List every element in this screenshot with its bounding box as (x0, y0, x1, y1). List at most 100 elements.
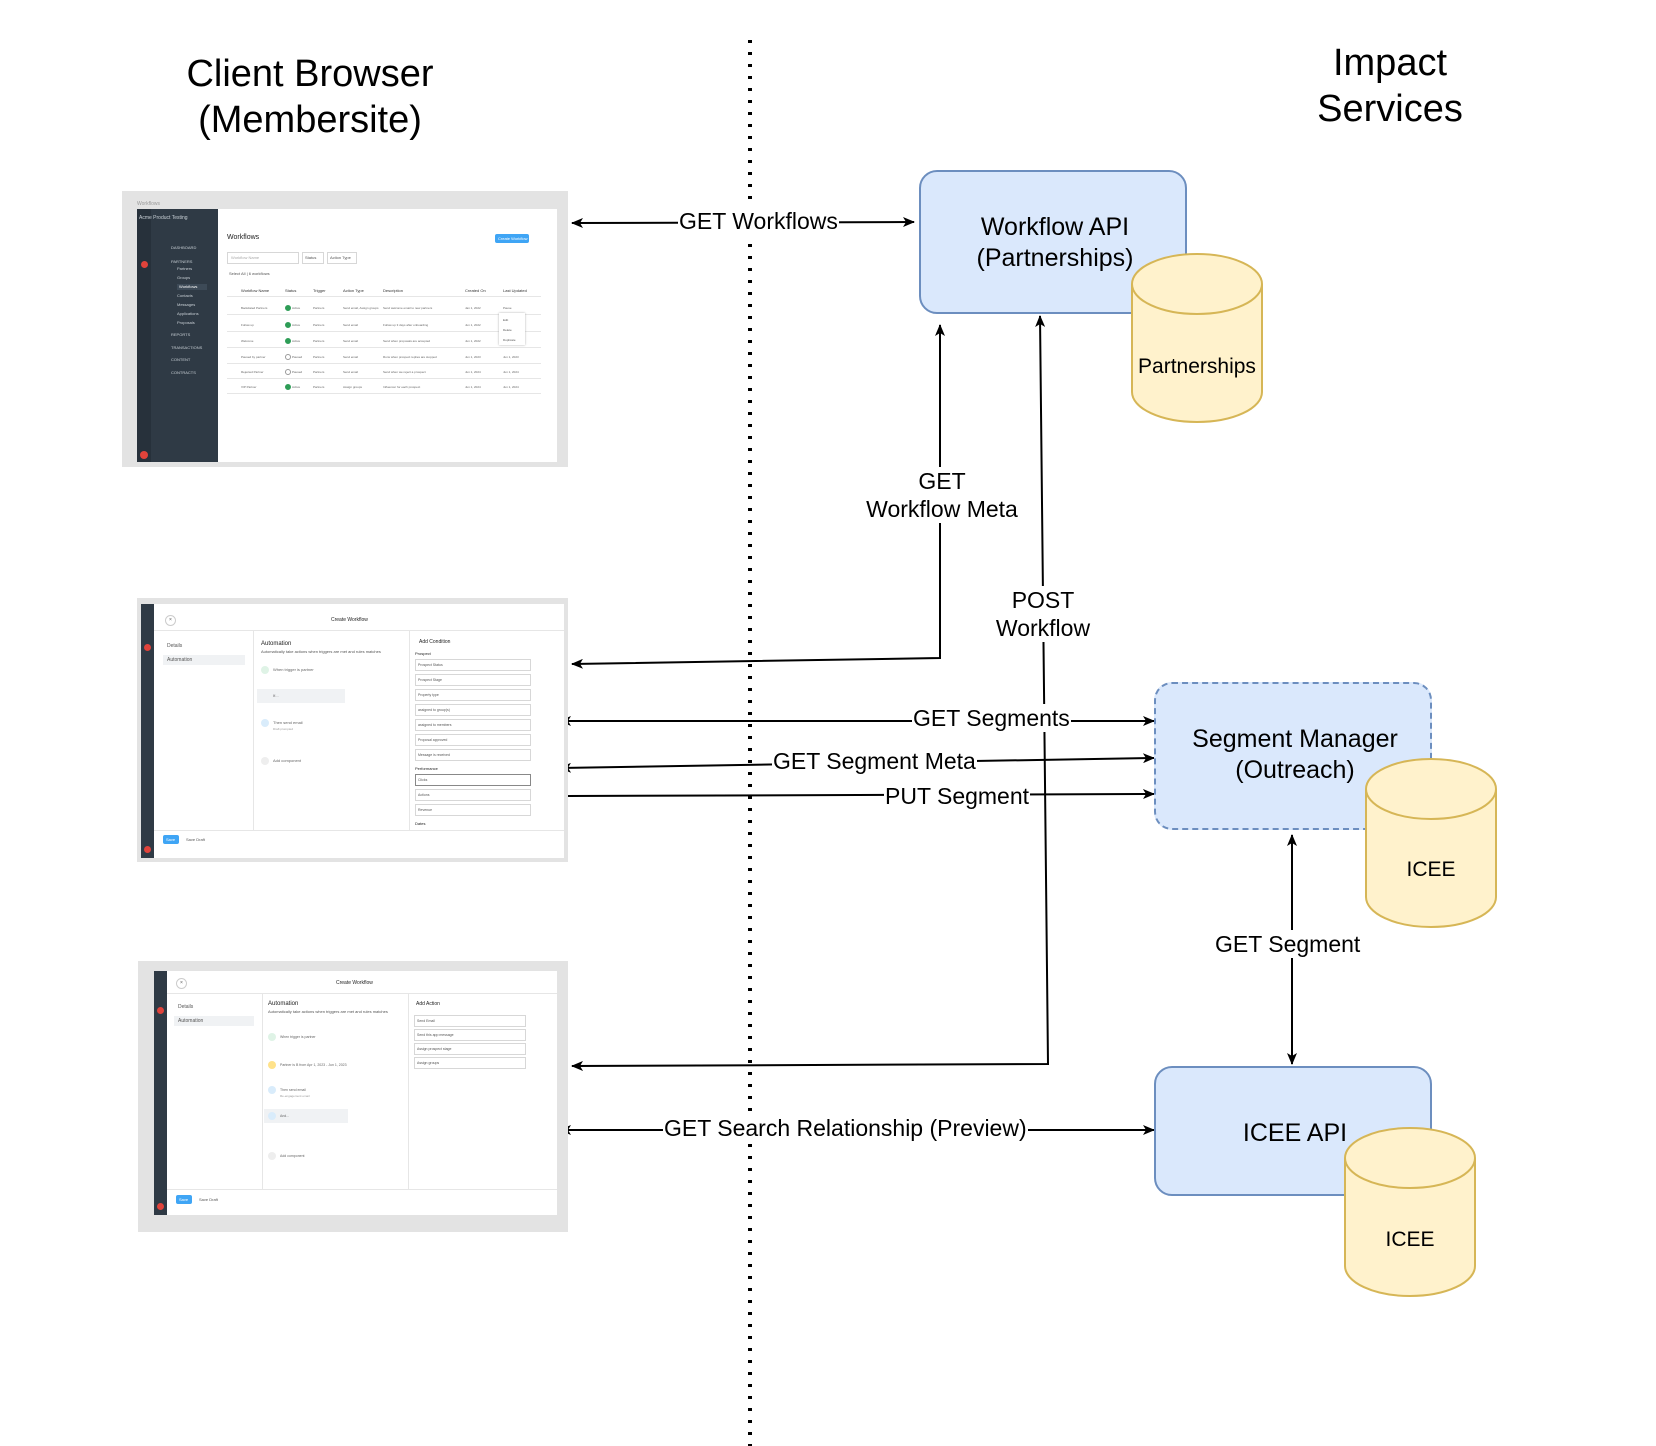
condition-option-label: Proposal approved (418, 738, 448, 742)
panel-group-dates: Dates (415, 821, 426, 826)
table-cell: Jun 1, 2023 (465, 355, 481, 359)
automation-step[interactable]: If... (273, 693, 279, 698)
condition-option-label: Clicks (418, 778, 428, 782)
table-cell: Jun 1, 2023 (503, 355, 519, 359)
action-option[interactable] (414, 1015, 526, 1027)
table-cell: Partners (313, 339, 325, 343)
condition-option[interactable] (415, 674, 531, 686)
sidebar-item[interactable]: DASHBOARD (171, 245, 197, 250)
sidebar-item[interactable]: Applications (177, 311, 199, 316)
menu-item[interactable]: Delete (503, 328, 512, 332)
nav-details[interactable]: Details (178, 1004, 194, 1010)
sidebar-item[interactable]: Partners (177, 266, 193, 271)
label-post-workflow-line2: Workflow (995, 615, 1091, 641)
menu-item[interactable]: Edit (503, 318, 509, 322)
close-icon[interactable]: × (165, 615, 176, 626)
automation-step[interactable]: When trigger is partner (273, 667, 314, 672)
table-cell[interactable]: VIP Partner (241, 385, 257, 389)
sidebar-item[interactable]: REPORTS (171, 332, 191, 337)
icee-database-2 (1344, 1127, 1476, 1297)
table-cell[interactable]: Paused by partner (241, 355, 266, 359)
nav-automation[interactable]: Automation (167, 657, 193, 663)
table-cell[interactable]: Rejected Partner (241, 370, 264, 374)
column-header: Trigger (313, 288, 326, 293)
heading-client-browser: Client Browser (Membersite) (160, 51, 460, 143)
save-button[interactable]: Save (176, 1195, 192, 1204)
action-option[interactable] (414, 1057, 526, 1069)
heading-client-browser-line2: (Membersite) (198, 99, 422, 141)
sidebar-item[interactable]: Messages (177, 302, 196, 307)
table-cell: Send when proposals are accepted (383, 339, 431, 343)
automation-step[interactable]: Then send email (280, 1088, 306, 1092)
automation-step[interactable]: Add component (280, 1154, 305, 1158)
condition-option[interactable] (415, 774, 531, 786)
automation-step[interactable]: Add component (273, 758, 302, 763)
sidebar-item[interactable]: Workflows (177, 284, 208, 290)
table-cell[interactable]: Follow up (241, 323, 254, 327)
automation-step[interactable]: And... (280, 1114, 290, 1118)
table-cell[interactable]: Welcome (241, 339, 254, 343)
label-get-segments: GET Segments (912, 704, 1071, 732)
condition-option-label: Prospect Status (418, 663, 443, 667)
column-header: Created On (465, 288, 486, 293)
save-button[interactable]: Save (163, 835, 179, 844)
automation-step[interactable]: Partner is B from Apr 1, 2023 - Jun 1, 2… (280, 1063, 347, 1067)
sidebar-item[interactable]: CONTENT (171, 357, 191, 362)
sidebar-item[interactable]: Groups (177, 275, 191, 280)
condition-option[interactable] (415, 719, 531, 731)
table-cell: Jun 1, 2024 (465, 385, 481, 389)
step-icon (268, 1152, 276, 1160)
sidebar-item[interactable]: CONTRACTS (171, 370, 196, 375)
status-filter[interactable]: Status (302, 252, 324, 264)
condition-option[interactable] (415, 659, 531, 671)
avatar[interactable] (140, 451, 148, 459)
select-all[interactable]: Select All | 6 workflows (229, 271, 270, 276)
heading-client-browser-line1: Client Browser (186, 53, 434, 95)
sidebar-item[interactable]: Proposals (177, 320, 195, 325)
partners-nav-icon (141, 261, 148, 268)
automation-step[interactable]: Then send email (273, 720, 303, 725)
nav-details[interactable]: Details (167, 643, 183, 649)
table-cell: Paused (292, 355, 303, 359)
edge-post-workflow (571, 315, 1050, 1071)
table-cell: Send email (343, 370, 359, 374)
close-icon[interactable]: × (176, 978, 187, 989)
action-option[interactable] (414, 1029, 526, 1041)
partnerships-database-label: Partnerships (1138, 355, 1256, 378)
avatar[interactable] (144, 846, 151, 853)
condition-option-label: Property type (418, 693, 439, 697)
save-draft-button[interactable]: Save Draft (199, 1197, 218, 1202)
sidebar-item[interactable]: Contacts (177, 293, 193, 298)
action-option[interactable] (414, 1043, 526, 1055)
nav-automation[interactable]: Automation (178, 1018, 204, 1024)
condition-option[interactable] (415, 734, 531, 746)
table-cell: Paused (292, 370, 303, 374)
avatar[interactable] (157, 1203, 164, 1210)
condition-option[interactable] (415, 689, 531, 701)
search-input[interactable]: Workflow Name (227, 252, 299, 264)
label-get-workflow-meta: GET Workflow Meta (858, 467, 1026, 523)
table-cell[interactable]: Backdated Partners (241, 306, 268, 310)
table-cell: Partners (313, 385, 325, 389)
table-cell: Assign groups (343, 385, 363, 389)
condition-option[interactable] (415, 749, 531, 761)
screenshot-add-action: × Create Workflow Details Automation Aut… (138, 961, 568, 1232)
automation-step[interactable]: When trigger is partner (280, 1035, 316, 1039)
action-type-filter[interactable]: Action Type (327, 252, 357, 264)
create-workflow-button[interactable]: Create Workflow (495, 234, 529, 243)
condition-option[interactable] (415, 789, 531, 801)
step-icon (261, 666, 269, 674)
step-icon (268, 1061, 276, 1069)
condition-option[interactable] (415, 804, 531, 816)
table-cell: Send when we reject a prospect (383, 370, 426, 374)
heading-impact-services-line1: Impact (1332, 42, 1448, 84)
sidebar-item[interactable]: TRANSACTIONS (171, 345, 203, 350)
menu-item[interactable]: Duplicate (503, 338, 516, 342)
sidebar-item[interactable]: PARTNERS (171, 259, 193, 264)
partners-nav-icon (157, 1007, 164, 1014)
page-title: Create Workflow (336, 980, 373, 986)
icee-database-1 (1365, 758, 1497, 928)
table-cell: Active (292, 339, 301, 343)
save-draft-button[interactable]: Save Draft (186, 837, 205, 842)
condition-option[interactable] (415, 704, 531, 716)
